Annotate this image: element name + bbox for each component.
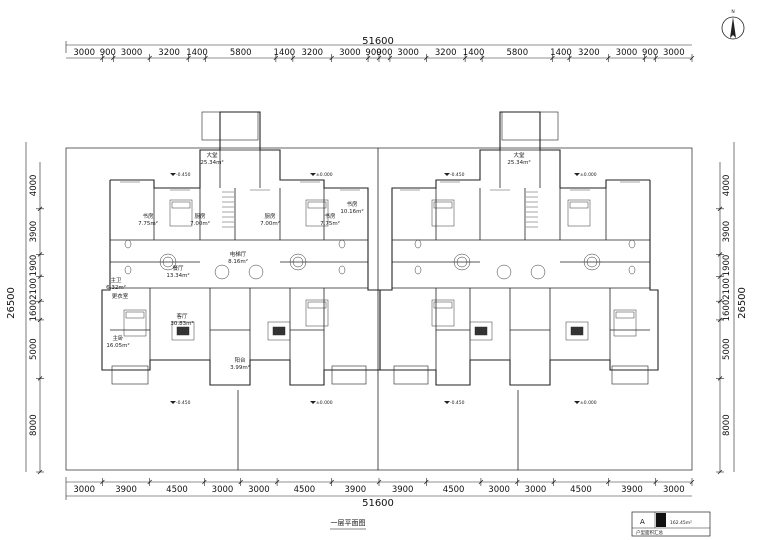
area-tag-note: 户型面积汇总 [636,529,663,536]
room-area-6: 10.16m² [340,208,363,215]
room-label-12: 主卫 [110,276,122,284]
room-area-4: 7.00m² [260,220,280,227]
top-dim-4: 1400 [186,48,208,58]
top-dim-5: 5800 [230,48,252,58]
area-tag: A 162.45m² 户型面积汇总 [631,511,711,537]
bottom-dim-13: 3000 [663,485,685,495]
room-label-6: 书房 [346,200,358,208]
top-dim-0: 3000 [73,48,95,58]
top-dim-15: 1400 [550,48,572,58]
room-area-3: 7.00m² [190,220,210,227]
total-depth-left: 26500 [6,287,17,319]
total-width-bottom: 51600 [362,498,394,509]
bottom-dim-0: 3000 [73,485,95,495]
room-area-1: 25.34m² [507,159,530,166]
room-area-7: 13.34m² [166,272,189,279]
room-label-0: 大堂 [206,151,218,159]
top-dim-14: 5800 [506,48,528,58]
right-dim-1: 3900 [722,221,732,243]
bottom-dim-2: 4500 [166,485,188,495]
furniture-symbols [123,199,637,341]
top-dim-16: 3200 [578,48,600,58]
bottom-dim-3: 3000 [212,485,234,495]
total-width-top: 51600 [362,36,394,47]
level-marker-1: ±0.000 [316,172,333,178]
top-dim-18: 900 [642,48,658,58]
room-area-9: 16.05m² [106,342,129,349]
area-tag-unit: A [640,518,645,526]
room-area-13: 8.16m² [228,258,248,265]
room-label-5: 书房 [324,212,336,220]
left-dim-3: 2100 [29,278,39,300]
top-dim-11: 3000 [397,48,419,58]
bottom-dim-9: 3000 [488,485,510,495]
room-label-2: 书房 [142,212,154,220]
room-label-8: 客厅 [176,312,188,320]
building-outline [65,111,693,471]
top-dim-2: 3000 [121,48,143,58]
left-dim-2: 1900 [29,255,39,277]
room-label-4: 厨房 [264,212,276,220]
area-tag-area: 162.45m² [670,520,692,526]
bottom-dim-5: 4500 [294,485,316,495]
right-dim-4: 1600 [722,300,732,322]
top-dim-10: 900 [376,48,392,58]
room-label-7: 餐厅 [172,264,184,272]
bottom-dim-1: 3900 [115,485,137,495]
bottom-dim-10: 3000 [525,485,547,495]
right-dim-6: 8000 [722,414,732,436]
room-area-8: 30.83m² [170,320,193,327]
room-label-13: 电梯厅 [230,250,247,258]
room-label-3: 厨房 [194,212,206,220]
room-area-0: 25.34m² [200,159,223,166]
level-marker-0: -0.450 [176,172,191,178]
top-dim-17: 3000 [616,48,638,58]
level-marker-4: -0.450 [450,172,465,178]
right-dim-2: 1900 [722,255,732,277]
top-dim-12: 3200 [435,48,457,58]
left-dim-4: 1600 [29,300,39,322]
top-dim-9: 900 [365,48,381,58]
room-labels: 大堂25.34m²大堂25.34m²书房7.75m²厨房7.00m²厨房7.00… [106,151,597,406]
top-dim-6: 1400 [274,48,296,58]
level-marker-5: ±0.000 [580,172,597,178]
room-area-2: 7.75m² [138,220,158,227]
north-label: N [731,9,734,15]
right-dim-5: 5000 [722,338,732,360]
top-dim-19: 3000 [663,48,685,58]
room-area-12: 6.32m² [106,284,126,291]
level-marker-2: -0.450 [176,400,191,406]
level-marker-3: ±0.000 [316,400,333,406]
level-marker-6: -0.450 [450,400,465,406]
bottom-dim-6: 3900 [345,485,367,495]
right-dim-0: 4000 [722,175,732,197]
bottom-dim-12: 3900 [621,485,643,495]
level-marker-7: ±0.000 [580,400,597,406]
room-area-5: 7.75m² [320,220,340,227]
top-dim-1: 900 [100,48,116,58]
north-arrow-icon: N [721,9,745,40]
right-dim-3: 2100 [722,278,732,300]
room-area-10: 3.99m² [230,364,250,371]
bottom-dim-11: 4500 [570,485,592,495]
room-label-11: 更衣室 [112,292,129,300]
left-dim-0: 4000 [29,175,39,197]
left-dim-5: 5000 [29,338,39,360]
drawing-caption: 一层平面图 [331,519,366,527]
room-label-1: 大堂 [513,151,525,159]
room-label-10: 阳台 [234,356,246,364]
bottom-dim-7: 3900 [392,485,414,495]
left-dim-1: 3900 [29,221,39,243]
top-dim-13: 1400 [463,48,485,58]
bottom-dim-4: 3000 [248,485,270,495]
top-dim-8: 3000 [339,48,361,58]
room-label-9: 主卧 [112,334,124,342]
total-depth-right: 26500 [737,287,748,319]
left-dim-6: 8000 [29,414,39,436]
bottom-dim-8: 4500 [443,485,465,495]
top-dim-7: 3200 [301,48,323,58]
top-dim-3: 3200 [158,48,180,58]
